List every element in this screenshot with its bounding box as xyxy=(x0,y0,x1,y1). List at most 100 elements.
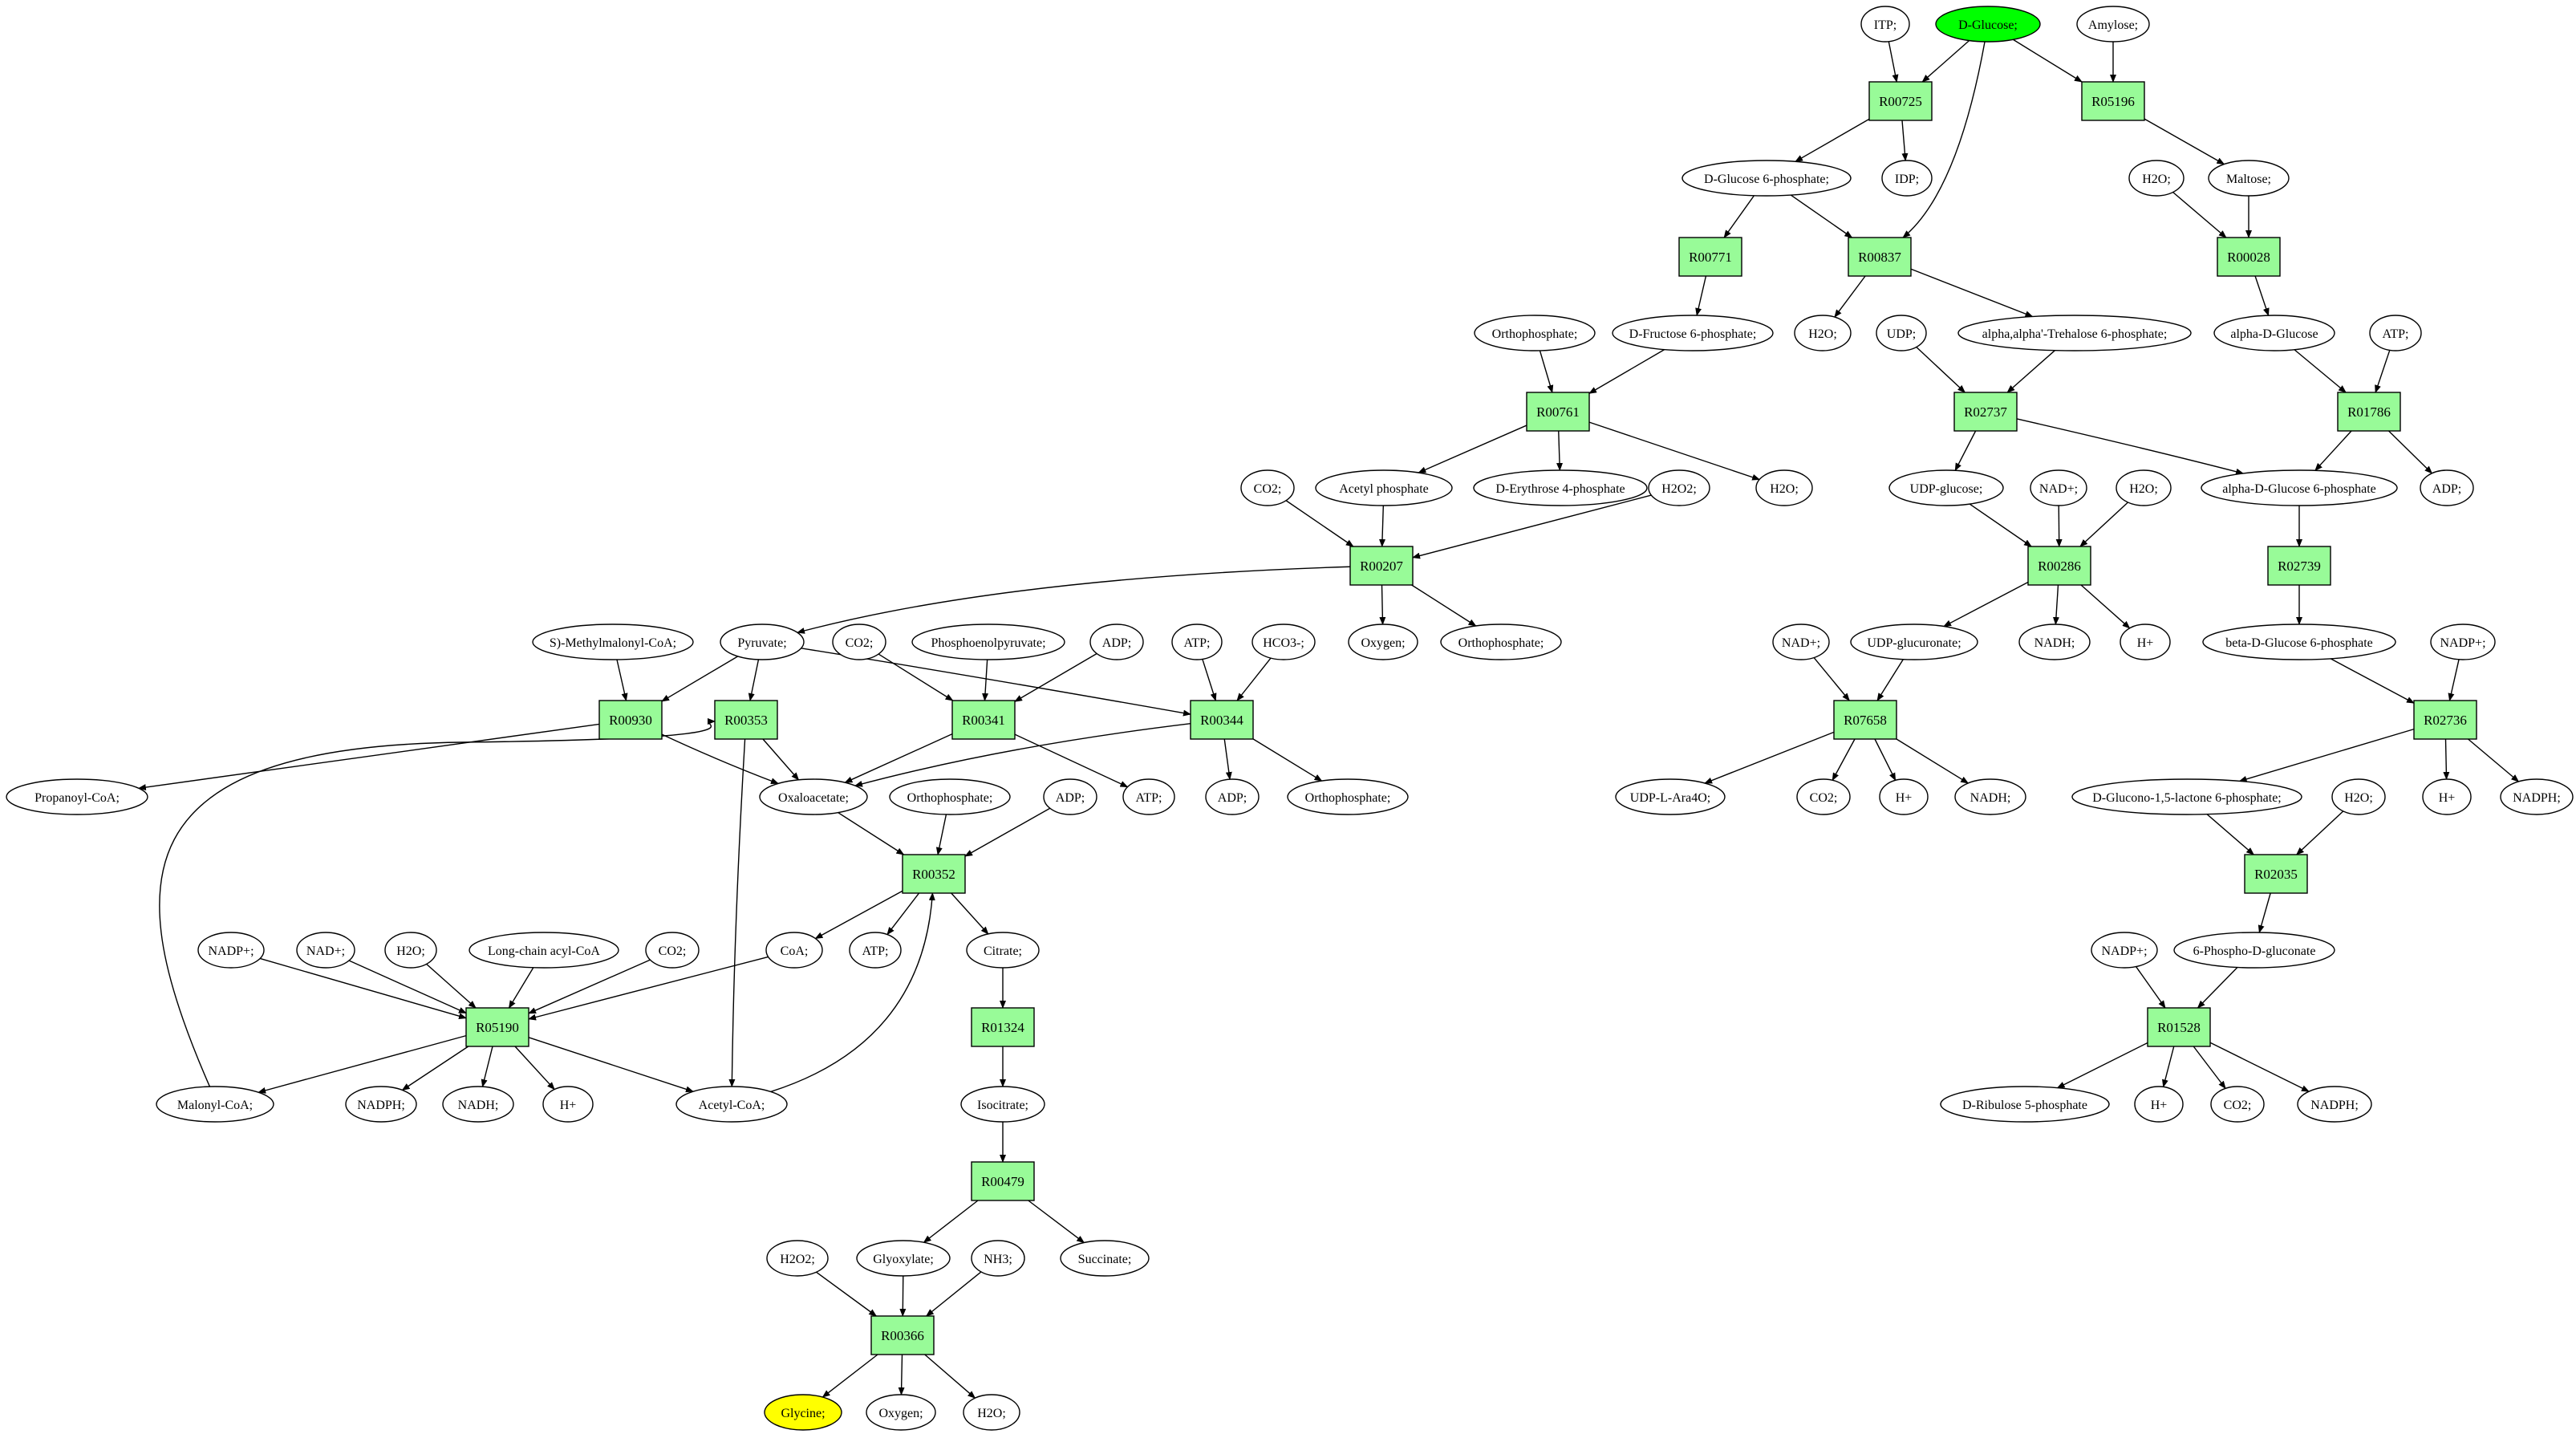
compound-node-h2o_c[interactable]: H2O; xyxy=(1755,469,1813,506)
reaction-node-r00725[interactable]: R00725 xyxy=(1868,81,1933,121)
compound-node-h2o_d[interactable]: H2O; xyxy=(2116,469,2172,506)
compound-node-h2o_g[interactable]: H2O; xyxy=(963,1394,1020,1431)
compound-node-atp_a[interactable]: ATP; xyxy=(2369,315,2422,351)
compound-node-udpara[interactable]: UDP-L-Ara4O; xyxy=(1615,778,1726,815)
compound-node-co2_a[interactable]: CO2; xyxy=(1240,469,1295,506)
compound-node-hplus_a[interactable]: H+ xyxy=(2120,624,2171,660)
compound-node-co2_d[interactable]: CO2; xyxy=(645,932,700,969)
compound-node-dglucose[interactable]: D-Glucose; xyxy=(1935,6,2041,43)
compound-node-oxygen_a[interactable]: Oxygen; xyxy=(1348,624,1418,660)
compound-node-citrate[interactable]: Citrate; xyxy=(966,932,1040,969)
reaction-node-r07658[interactable]: R07658 xyxy=(1833,700,1897,740)
compound-node-adp_d[interactable]: ADP; xyxy=(1205,778,1260,815)
compound-node-oxaloacetate[interactable]: Oxaloacetate; xyxy=(759,778,868,815)
compound-node-hplus_e[interactable]: H+ xyxy=(2134,1086,2184,1123)
compound-node-nad_c[interactable]: NAD+; xyxy=(296,932,355,969)
reaction-node-r00366[interactable]: R00366 xyxy=(870,1315,935,1355)
reaction-node-r00341[interactable]: R00341 xyxy=(951,700,1016,740)
compound-node-acetylcoa[interactable]: Acetyl-CoA; xyxy=(675,1086,788,1123)
compound-node-udpglucuronate[interactable]: UDP-glucuronate; xyxy=(1850,624,1978,660)
compound-node-h2o_a[interactable]: H2O; xyxy=(2128,160,2185,197)
compound-node-hplus_d[interactable]: H+ xyxy=(542,1086,594,1123)
reaction-node-r01324[interactable]: R01324 xyxy=(971,1007,1035,1047)
reaction-node-r00930[interactable]: R00930 xyxy=(598,700,663,740)
reaction-node-r00028[interactable]: R00028 xyxy=(2217,237,2281,277)
compound-node-nadph_a[interactable]: NADPH; xyxy=(2500,778,2574,815)
reaction-node-r02035[interactable]: R02035 xyxy=(2244,854,2308,894)
compound-node-nad_b[interactable]: NAD+; xyxy=(1772,624,1830,660)
compound-node-propanoyl[interactable]: Propanoyl-CoA; xyxy=(6,778,148,815)
reaction-node-r02736[interactable]: R02736 xyxy=(2413,700,2477,740)
compound-node-isocitrate[interactable]: Isocitrate; xyxy=(960,1086,1045,1123)
compound-node-smethyl[interactable]: S)-Methylmalonyl-CoA; xyxy=(532,624,694,660)
compound-node-trehalose6p[interactable]: alpha,alpha'-Trehalose 6-phosphate; xyxy=(1957,315,2192,351)
compound-node-pep[interactable]: Phosphoenolpyruvate; xyxy=(911,624,1065,660)
compound-node-nadh_c[interactable]: NADH; xyxy=(442,1086,514,1123)
compound-node-glycine[interactable]: Glycine; xyxy=(764,1394,842,1431)
compound-node-itp[interactable]: ITP; xyxy=(1860,6,1910,43)
compound-node-orthop_a[interactable]: Orthophosphate; xyxy=(1474,315,1596,351)
compound-node-longchain[interactable]: Long-chain acyl-CoA xyxy=(469,932,619,969)
compound-node-orthop_d[interactable]: Orthophosphate; xyxy=(1287,778,1409,815)
compound-node-h2o2_b[interactable]: H2O2; xyxy=(766,1240,829,1277)
reaction-node-r02737[interactable]: R02737 xyxy=(1953,392,2018,432)
compound-node-h2o_e[interactable]: H2O; xyxy=(2331,778,2386,815)
compound-node-gluconolactone[interactable]: D-Glucono-1,5-lactone 6-phosphate; xyxy=(2071,778,2302,815)
compound-node-co2_e[interactable]: CO2; xyxy=(2210,1086,2265,1123)
compound-node-phosphogluconate[interactable]: 6-Phospho-D-gluconate xyxy=(2173,932,2335,969)
compound-node-amylose[interactable]: Amylose; xyxy=(2076,6,2150,43)
reaction-node-r01786[interactable]: R01786 xyxy=(2337,392,2401,432)
compound-node-malonyl[interactable]: Malonyl-CoA; xyxy=(156,1086,274,1123)
compound-node-nadp_a[interactable]: NADP+; xyxy=(2430,624,2496,660)
compound-node-idp[interactable]: IDP; xyxy=(1881,160,1933,197)
compound-node-e4p[interactable]: D-Erythrose 4-phosphate xyxy=(1473,469,1648,506)
compound-node-succinate[interactable]: Succinate; xyxy=(1060,1240,1150,1277)
compound-node-h2o_b[interactable]: H2O; xyxy=(1794,315,1852,351)
compound-node-f6p[interactable]: D-Fructose 6-phosphate; xyxy=(1612,315,1774,351)
compound-node-g6p[interactable]: D-Glucose 6-phosphate; xyxy=(1681,160,1852,197)
reaction-node-r00286[interactable]: R00286 xyxy=(2027,546,2091,586)
reaction-node-r00207[interactable]: R00207 xyxy=(1349,546,1414,586)
reaction-node-r00761[interactable]: R00761 xyxy=(1526,392,1590,432)
compound-node-atp_d[interactable]: ATP; xyxy=(849,932,902,969)
compound-node-pyruvate[interactable]: Pyruvate; xyxy=(720,624,805,660)
reaction-node-r00479[interactable]: R00479 xyxy=(971,1161,1035,1201)
compound-node-ribulose[interactable]: D-Ribulose 5-phosphate xyxy=(1940,1086,2110,1123)
compound-node-bdg6p[interactable]: beta-D-Glucose 6-phosphate xyxy=(2202,624,2396,660)
compound-node-orthop_c[interactable]: Orthophosphate; xyxy=(889,778,1011,815)
compound-node-nadp_c[interactable]: NADP+; xyxy=(2091,932,2158,969)
compound-node-atp_b[interactable]: ATP; xyxy=(1171,624,1223,660)
compound-node-hco3[interactable]: HCO3-; xyxy=(1251,624,1316,660)
compound-node-h2o_f[interactable]: H2O; xyxy=(384,932,437,969)
compound-node-h2o2_a[interactable]: H2O2; xyxy=(1648,469,1710,506)
compound-node-udp_a[interactable]: UDP; xyxy=(1876,315,1927,351)
compound-node-acetylp[interactable]: Acetyl phosphate xyxy=(1315,469,1453,506)
compound-node-co2_c[interactable]: CO2; xyxy=(1796,778,1851,815)
compound-node-nadp_b[interactable]: NADP+; xyxy=(197,932,265,969)
reaction-node-r00352[interactable]: R00352 xyxy=(902,854,966,894)
compound-node-orthop_b[interactable]: Orthophosphate; xyxy=(1440,624,1562,660)
compound-node-alphadglucose[interactable]: alpha-D-Glucose xyxy=(2213,315,2335,351)
compound-node-co2_b[interactable]: CO2; xyxy=(832,624,886,660)
reaction-node-r00353[interactable]: R00353 xyxy=(714,700,778,740)
reaction-node-r01528[interactable]: R01528 xyxy=(2147,1007,2211,1047)
compound-node-nadh_b[interactable]: NADH; xyxy=(1954,778,2026,815)
compound-node-nad_a[interactable]: NAD+; xyxy=(2030,469,2087,506)
compound-node-adp_c[interactable]: ADP; xyxy=(1043,778,1097,815)
reaction-node-r02739[interactable]: R02739 xyxy=(2267,546,2331,586)
compound-node-atp_c[interactable]: ATP; xyxy=(1122,778,1175,815)
compound-node-adp_a[interactable]: ADP; xyxy=(2420,469,2474,506)
compound-node-oxygen_b[interactable]: Oxygen; xyxy=(866,1394,936,1431)
reaction-node-r00344[interactable]: R00344 xyxy=(1190,700,1254,740)
compound-node-nadph_c[interactable]: NADPH; xyxy=(2297,1086,2372,1123)
compound-node-coa[interactable]: CoA; xyxy=(765,932,823,969)
reaction-node-r00771[interactable]: R00771 xyxy=(1678,237,1742,277)
reaction-node-r00837[interactable]: R00837 xyxy=(1848,237,1912,277)
compound-node-nh3[interactable]: NH3; xyxy=(971,1240,1025,1277)
compound-node-adg6p[interactable]: alpha-D-Glucose 6-phosphate xyxy=(2201,469,2398,506)
compound-node-adp_b[interactable]: ADP; xyxy=(1089,624,1144,660)
compound-node-hplus_c[interactable]: H+ xyxy=(2422,778,2472,815)
compound-node-maltose[interactable]: Maltose; xyxy=(2208,160,2290,197)
compound-node-udpglucose[interactable]: UDP-glucose; xyxy=(1888,469,2004,506)
compound-node-glyoxylate[interactable]: Glyoxylate; xyxy=(856,1240,951,1277)
